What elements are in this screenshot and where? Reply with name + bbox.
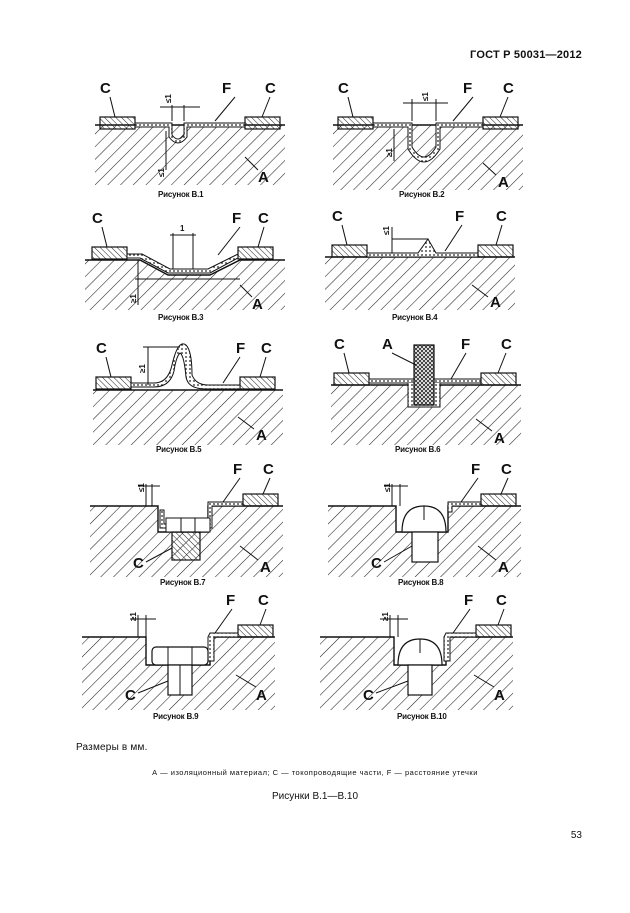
label-a-insert: A (382, 336, 393, 353)
label-c-right: C (501, 336, 512, 353)
dim-le1: ≤1 (164, 94, 173, 103)
label-a: A (498, 174, 509, 191)
label-c-right: C (501, 461, 512, 478)
label-a: A (498, 559, 509, 576)
page-number: 53 (570, 830, 582, 841)
dim-le1: ≤1 (137, 483, 146, 492)
dim-le1: ≤1 (383, 483, 392, 492)
label-a: A (256, 427, 267, 444)
figure-b7: F C C A ≤1 (88, 461, 288, 577)
label-c-bolt: C (133, 555, 144, 572)
label-f: F (236, 340, 245, 357)
label-c-right: C (258, 592, 269, 609)
label-f: F (461, 336, 470, 353)
figure-b1: C F C A ≤1 ≤1 (90, 75, 290, 186)
caption-b8: Рисунок В.8 (398, 578, 444, 587)
label-a: A (252, 296, 263, 313)
label-c-left: C (92, 210, 103, 227)
figure-b8: F C C A ≤1 (326, 461, 526, 577)
caption-b10: Рисунок В.10 (397, 712, 447, 721)
dim-ge1: ≥1 (129, 294, 138, 303)
label-f: F (222, 80, 231, 97)
figure-b2: C F C A ≤1 ≥1 (328, 75, 528, 191)
dim-ge1: ≥1 (138, 364, 147, 373)
figure-b6: C A F C A (326, 335, 526, 447)
standard-header: ГОСТ Р 50031—2012 (470, 49, 582, 61)
main-caption: Рисунки В.1—В.10 (271, 791, 359, 802)
figure-b9: F C C A ≥1 (80, 592, 280, 710)
label-f: F (232, 210, 241, 227)
label-f: F (471, 461, 480, 478)
label-f: F (464, 592, 473, 609)
figure-b5: C F C A ≥1 (88, 335, 288, 445)
caption-b6: Рисунок В.6 (395, 445, 441, 454)
caption-b9: Рисунок В.9 (153, 712, 199, 721)
label-c-right: C (496, 592, 507, 609)
insulation-body (95, 125, 285, 185)
conductor-right (244, 116, 281, 130)
caption-b7: Рисунок В.7 (160, 578, 206, 587)
label-c-right: C (496, 208, 507, 225)
dim-le1: ≤1 (382, 226, 391, 235)
dim-le1: ≤1 (421, 92, 430, 101)
dimensions-note: Размеры в мм. (76, 742, 148, 753)
label-c-bolt: C (371, 555, 382, 572)
label-a: A (258, 169, 269, 186)
label-f: F (463, 80, 472, 97)
caption-b3: Рисунок В.3 (158, 313, 204, 322)
label-a: A (494, 430, 505, 447)
label-c-left: C (338, 80, 349, 97)
figure-b4: C F C A ≤1 (320, 205, 520, 311)
label-a: A (260, 559, 271, 576)
label-c-right: C (503, 80, 514, 97)
label-c-right: C (265, 80, 276, 97)
label-a: A (494, 687, 505, 704)
dim-ge1: ≥1 (381, 612, 390, 621)
label-c-right: C (263, 461, 274, 478)
label-c-right: C (261, 340, 272, 357)
conductor-left (99, 116, 136, 130)
label-c-bolt: C (363, 687, 374, 704)
dim-1: 1 (180, 224, 185, 233)
creepage-path (134, 122, 246, 144)
caption-b4: Рисунок В.4 (392, 313, 438, 322)
label-f: F (233, 461, 242, 478)
label-c-left: C (96, 340, 107, 357)
caption-b5: Рисунок В.5 (156, 445, 202, 454)
insulating-insert (413, 344, 435, 406)
figure-b3: C F C A 1 ≥1 (80, 205, 290, 313)
dim-ge1: ≥1 (385, 148, 394, 157)
dim-ge1: ≥1 (129, 612, 138, 621)
label-a: A (256, 687, 267, 704)
caption-b1: Рисунок В.1 (158, 190, 204, 199)
label-c-left: C (332, 208, 343, 225)
label-c-right: C (258, 210, 269, 227)
label-c-left: C (100, 80, 111, 97)
label-f: F (226, 592, 235, 609)
label-a: A (490, 294, 501, 311)
figure-b10: F C C A ≥1 (318, 592, 518, 710)
dim-le1-depth: ≤1 (157, 168, 166, 177)
caption-b2: Рисунок В.2 (399, 190, 445, 199)
label-c-left: C (334, 336, 345, 353)
legend: А — изоляционный материал; С — токопрово… (152, 768, 478, 777)
label-c-bolt: C (125, 687, 136, 704)
label-f: F (455, 208, 464, 225)
bolt-shaft (171, 531, 201, 561)
